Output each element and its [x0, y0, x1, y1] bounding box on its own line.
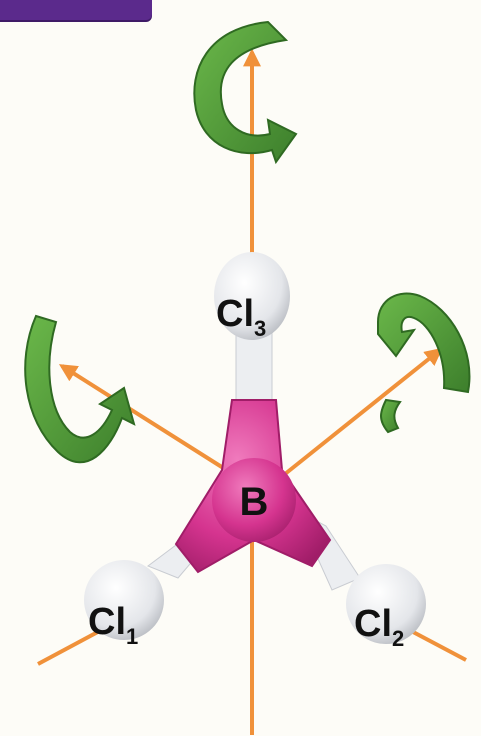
cl3-subscript: 3 — [254, 316, 266, 341]
rotation-arrow-top-icon — [193, 20, 298, 165]
chlorine-atom-cl2: Cl2 — [346, 564, 426, 651]
chlorine-atom-cl1: Cl1 — [84, 560, 164, 649]
cl1-symbol: Cl — [88, 601, 126, 643]
corner-tab — [0, 0, 152, 20]
cl3-label: Cl3 — [216, 293, 266, 341]
cl2-symbol: Cl — [354, 603, 392, 645]
cl1-label: Cl1 — [88, 601, 138, 649]
boron-atom — [212, 458, 296, 542]
c2-axis-left-upper — [58, 364, 238, 478]
boron-label: B — [240, 480, 269, 524]
boron-core: B — [174, 399, 332, 574]
cl1-sphere — [84, 560, 164, 640]
cl3-symbol: Cl — [216, 293, 254, 335]
cl2-subscript: 2 — [392, 626, 404, 651]
chlorine-atom-cl3: Cl3 — [214, 252, 290, 341]
rotation-arrow-right-icon — [377, 292, 471, 434]
cl3-sphere — [214, 252, 290, 340]
cl2-sphere — [346, 564, 426, 644]
cl1-subscript: 1 — [126, 624, 138, 649]
c2-axis-right-upper — [278, 347, 443, 480]
cl2-label: Cl2 — [354, 603, 404, 651]
rotation-arrow-left-icon — [24, 314, 136, 464]
